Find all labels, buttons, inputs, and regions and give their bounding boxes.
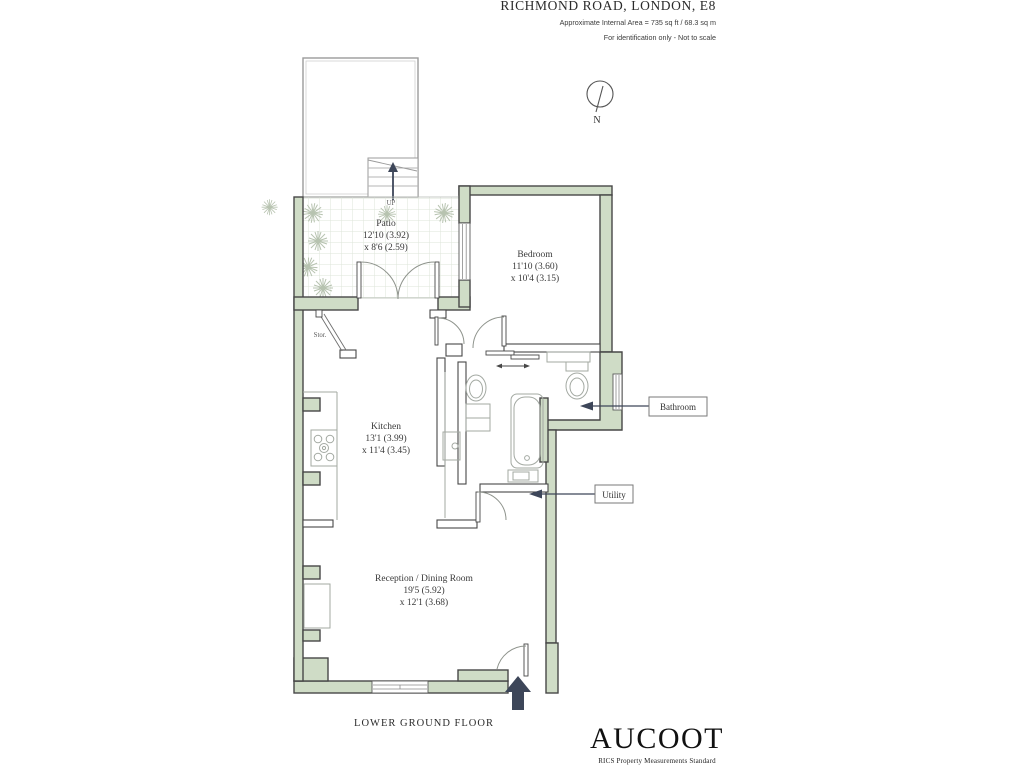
page-title: RICHMOND ROAD, LONDON, E8	[500, 0, 716, 13]
internal-area-note: Approximate Internal Area = 735 sq ft / …	[559, 18, 716, 27]
wall-bath-utility	[539, 397, 549, 463]
storage-door	[315, 309, 347, 352]
bathroom-callout: Bathroom	[580, 396, 708, 417]
patio-dim1: 12'10 (3.92)	[363, 230, 409, 241]
wall-patio-south-left	[293, 296, 359, 311]
kitchen-hob	[310, 429, 338, 467]
wall-chimney-bump	[302, 471, 321, 486]
window-bathroom	[612, 373, 623, 411]
north-compass: N	[586, 80, 614, 126]
exterior-walls	[293, 185, 623, 694]
wall-south-step	[457, 669, 509, 682]
window-bedroom-patio	[458, 222, 471, 281]
svg-text:11'10 (3.60): 11'10 (3.60)	[512, 261, 558, 272]
partition-reception-stub	[302, 519, 334, 528]
partition-reception-stub	[436, 519, 478, 529]
brand-block: AUCOOT RICS Property Measurements Standa…	[587, 722, 727, 766]
partition-utility-north	[479, 483, 549, 493]
svg-text:x 12'1 (3.68): x 12'1 (3.68)	[400, 597, 448, 608]
doors	[356, 261, 540, 677]
floor-name-label: LOWER GROUND FLOOR	[354, 718, 494, 729]
bathtub	[510, 393, 544, 469]
terrace-outline: UP	[302, 57, 419, 207]
door-utility	[475, 491, 507, 523]
kitchen-oven	[442, 431, 461, 461]
bedroom-label: Bedroom 11'10 (3.60) x 10'4 (3.15)	[511, 250, 559, 284]
wall-chimney-bump	[302, 397, 321, 412]
identification-note: For identification only - Not to scale	[603, 33, 716, 42]
bathroom-cupboard	[546, 351, 591, 363]
brand-standard-note: RICS Property Measurements Standard	[598, 757, 716, 765]
patio-dim2: x 8'6 (2.59)	[364, 242, 408, 253]
bathroom-sink	[465, 374, 491, 432]
partition-hall-step	[445, 343, 463, 357]
bath-shelf	[507, 469, 539, 483]
kitchen-label: Kitchen 13'1 (3.99) x 11'4 (3.45)	[362, 422, 410, 456]
partition-bathroom-west	[457, 361, 467, 485]
svg-text:19'5 (5.92): 19'5 (5.92)	[403, 585, 444, 596]
interior-partitions	[302, 309, 601, 529]
door-kitchen-hall	[434, 316, 465, 346]
storage-label: Stor.	[314, 332, 327, 339]
door-entrance	[496, 643, 529, 677]
sliding-door-bathroom	[485, 350, 540, 369]
svg-text:Kitchen: Kitchen	[371, 422, 401, 432]
wall-bathroom-east	[545, 351, 623, 431]
svg-text:13'1 (3.99): 13'1 (3.99)	[365, 433, 406, 444]
svg-text:x 10'4 (3.15): x 10'4 (3.15)	[511, 273, 559, 284]
compass-north-label: N	[593, 115, 600, 126]
up-arrowhead-icon	[388, 162, 398, 172]
utility-callout: Utility	[529, 484, 634, 504]
partition-hall-west	[436, 357, 446, 467]
callout-arrowhead-icon	[529, 489, 542, 499]
wall-bedroom-west-lower	[458, 279, 471, 308]
callouts: Bathroom Utility	[529, 396, 708, 504]
utility-callout-label: Utility	[602, 490, 626, 500]
window-reception-south	[371, 680, 429, 694]
wall-bedroom-west-upper	[458, 185, 471, 224]
toilet	[565, 361, 589, 400]
wall-bedroom-north	[458, 185, 613, 196]
door-bedroom	[472, 315, 507, 349]
compass-needle-icon	[595, 85, 604, 113]
callout-arrowhead-icon	[580, 401, 593, 411]
bathroom-callout-label: Bathroom	[660, 402, 696, 412]
fireplace-alcove	[303, 583, 331, 629]
wall-bedroom-east	[599, 194, 613, 353]
patio-name: Patio	[376, 219, 396, 229]
wall-chimney-bump	[302, 629, 321, 642]
stairs	[367, 157, 419, 200]
partition-storage-jamb	[339, 349, 357, 359]
brand-logo: AUCOOT	[590, 722, 724, 755]
svg-text:Reception / Dining Room: Reception / Dining Room	[375, 574, 474, 584]
fixtures	[303, 351, 591, 629]
wall-west	[293, 196, 304, 682]
partition-bedroom-south	[503, 343, 601, 353]
wall-chimney-bump	[302, 565, 321, 580]
french-doors-patio	[356, 261, 440, 300]
svg-text:x 11'4 (3.45): x 11'4 (3.45)	[362, 445, 410, 456]
wall-entrance-corner	[545, 642, 559, 694]
room-patio: Patio 12'10 (3.92) x 8'6 (2.59)	[261, 196, 460, 299]
room-labels: Bedroom 11'10 (3.60) x 10'4 (3.15) Kitch…	[314, 250, 560, 608]
reception-label: Reception / Dining Room 19'5 (5.92) x 12…	[375, 574, 474, 608]
svg-text:Bedroom: Bedroom	[517, 250, 553, 260]
windows	[371, 222, 623, 694]
entrance-arrow-icon	[505, 676, 531, 710]
